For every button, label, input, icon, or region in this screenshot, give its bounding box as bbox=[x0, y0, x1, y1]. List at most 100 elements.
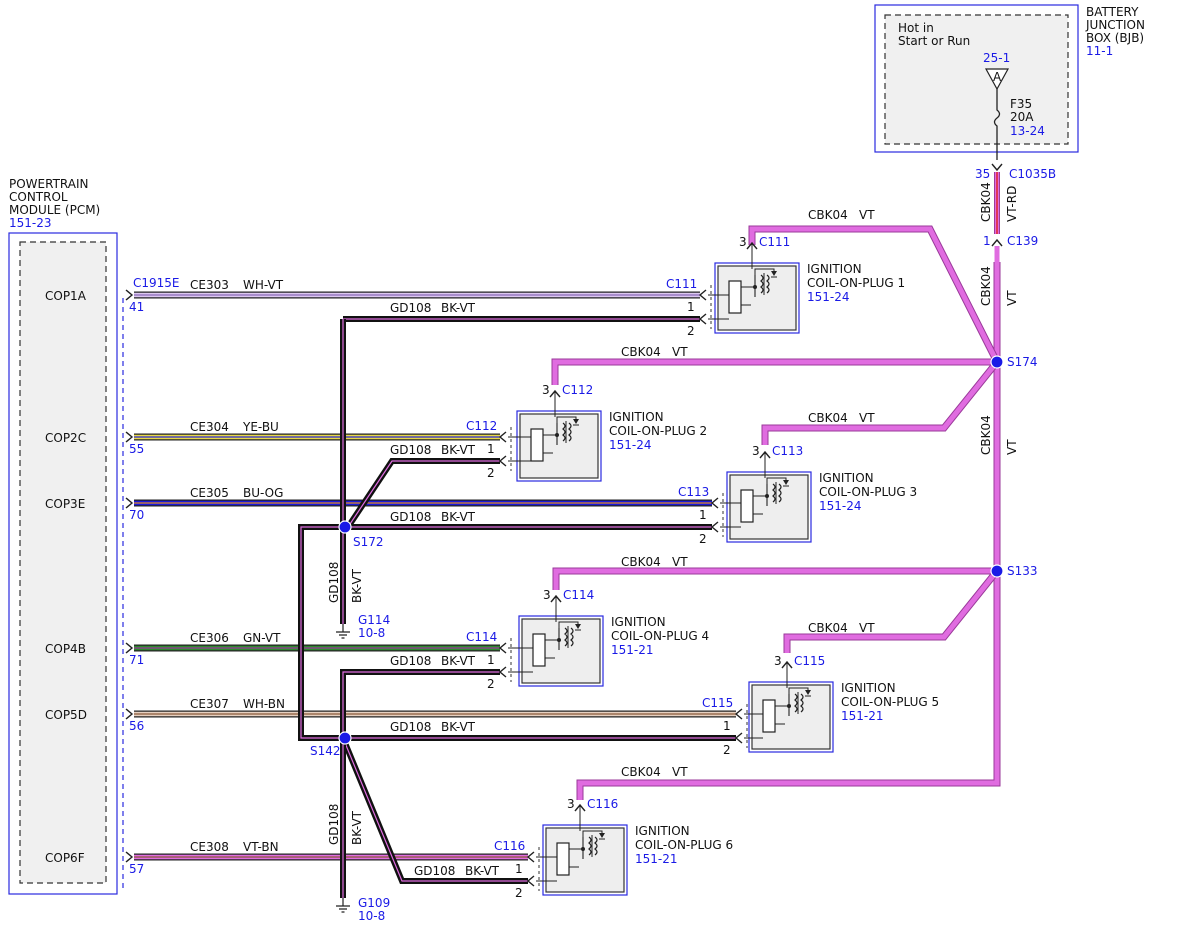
bjb-inner bbox=[884, 14, 1069, 145]
bjb-ref: 11-1 bbox=[1086, 44, 1113, 58]
coil-feed-connector: C115 bbox=[794, 654, 825, 668]
pcm-pin-arrow bbox=[125, 851, 134, 863]
ground-drop-circuit: GD108 bbox=[327, 562, 341, 603]
ground-wire-color: BK-VT bbox=[441, 510, 476, 524]
coil-name: COIL-ON-PLUG 5 bbox=[841, 695, 939, 709]
coil-pin-2: 2 bbox=[487, 677, 495, 691]
coil-pin-2: 2 bbox=[723, 743, 731, 757]
ground-wire-coil2-stripe bbox=[347, 460, 500, 528]
bjb-fuse-triangle bbox=[984, 68, 1010, 91]
coil-pin-1: 1 bbox=[487, 653, 495, 667]
ground-wire-color: BK-VT bbox=[465, 864, 500, 878]
coil-pin-1: 1 bbox=[515, 862, 523, 876]
feed-wire-circuit: CBK04 bbox=[621, 345, 661, 359]
coil-pin-1: 1 bbox=[699, 508, 707, 522]
coil-pin-arrow bbox=[498, 642, 507, 654]
coil-name: COIL-ON-PLUG 6 bbox=[635, 838, 733, 852]
pcm-pin-number: 56 bbox=[129, 719, 144, 733]
signal-wire-color: GN-VT bbox=[243, 631, 281, 645]
pcm-pin-name: COP4B bbox=[45, 642, 86, 656]
ground-ref: 10-8 bbox=[358, 626, 385, 640]
ground-symbol bbox=[336, 624, 350, 639]
coil-pin-2: 2 bbox=[515, 886, 523, 900]
ground-ref: 10-8 bbox=[358, 909, 385, 923]
coil-pin-arrow bbox=[526, 875, 535, 887]
feed-trunk-color: VT bbox=[1005, 439, 1019, 455]
bjb-title: BOX (BJB) bbox=[1086, 31, 1144, 45]
pcm-ref: 151-23 bbox=[9, 216, 52, 230]
ground-drop-color: BK-VT bbox=[350, 810, 364, 845]
coil-pin-arrow bbox=[698, 313, 707, 325]
signal-wire-color: WH-BN bbox=[243, 697, 285, 711]
c139-arrow bbox=[991, 238, 1003, 247]
coil-pin-1: 1 bbox=[723, 719, 731, 733]
coil-feed-connector: C112 bbox=[562, 383, 593, 397]
pcm-connector-label: C1915E bbox=[133, 276, 180, 290]
coil-ref: 151-24 bbox=[819, 499, 862, 513]
pcm-pin-name: COP6F bbox=[45, 851, 85, 865]
coil-pin-arrow bbox=[698, 289, 707, 301]
feed-wire-color: VT bbox=[672, 555, 688, 569]
pcm-pin-name: COP2C bbox=[45, 431, 86, 445]
signal-wire-circuit: CE305 bbox=[190, 486, 229, 500]
feed-wire-color: VT bbox=[859, 411, 875, 425]
bjb-fuse-rating: 20A bbox=[1010, 110, 1034, 124]
coil-title: IGNITION bbox=[819, 471, 874, 485]
coil-feed-connector: C111 bbox=[759, 235, 790, 249]
coil-pin-1: 1 bbox=[687, 300, 695, 314]
coil-pin-3: 3 bbox=[543, 588, 551, 602]
pcm-title: CONTROL bbox=[9, 190, 68, 204]
feed-branch-2 bbox=[551, 358, 997, 385]
ignition-coil-symbol bbox=[726, 471, 812, 543]
ground-wire-color: BK-VT bbox=[441, 443, 476, 457]
ground-name: G109 bbox=[358, 896, 390, 910]
splice-point bbox=[338, 520, 352, 534]
coil-feed-connector: C116 bbox=[587, 797, 618, 811]
ignition-coil-symbol bbox=[518, 615, 604, 687]
bjb-note: Start or Run bbox=[898, 34, 970, 48]
coil-connector-label: C114 bbox=[466, 630, 497, 644]
pcm-pin-number: 70 bbox=[129, 508, 144, 522]
coil-pin-2: 2 bbox=[687, 324, 695, 338]
coil-feed-connector: C113 bbox=[772, 444, 803, 458]
signal-wire-circuit: CE308 bbox=[190, 840, 229, 854]
ground-wire-circuit: GD108 bbox=[390, 720, 431, 734]
coil-title: IGNITION bbox=[611, 615, 666, 629]
feed-branch-3-core bbox=[762, 360, 999, 445]
bjb-fuse-name: F35 bbox=[1010, 97, 1032, 111]
splice-label: S133 bbox=[1007, 564, 1038, 578]
ground-wire-circuit: GD108 bbox=[414, 864, 455, 878]
feed-wire-circuit: CBK04 bbox=[808, 208, 848, 222]
feed-wire-circuit: CBK04 bbox=[621, 765, 661, 779]
bjb-fuse-page: 13-24 bbox=[1010, 124, 1045, 138]
ground-drop-color: BK-VT bbox=[350, 568, 364, 603]
coil-title: IGNITION bbox=[841, 681, 896, 695]
signal-wire-color: YE-BU bbox=[242, 420, 279, 434]
coil-connector-label: C112 bbox=[466, 419, 497, 433]
ignition-coil-symbol bbox=[516, 410, 602, 482]
pcm-pin-number: 57 bbox=[129, 862, 144, 876]
ground-drop-circuit: GD108 bbox=[327, 804, 341, 845]
bjb-pin: 35 bbox=[975, 167, 990, 181]
pcm-pin-number: 71 bbox=[129, 653, 144, 667]
coil-pin-arrow bbox=[710, 497, 719, 509]
coil-pin-3: 3 bbox=[542, 383, 550, 397]
vt-rd-circuit: CBK04 bbox=[979, 182, 993, 222]
pcm-pin-arrow bbox=[125, 497, 134, 509]
feed-branch-2-core bbox=[552, 359, 997, 385]
coil-ref: 151-24 bbox=[609, 438, 652, 452]
signal-wire-circuit: CE304 bbox=[190, 420, 229, 434]
coil-pin-arrow bbox=[498, 431, 507, 443]
coil-feed-connector: C114 bbox=[563, 588, 594, 602]
pcm-pin-arrow bbox=[125, 642, 134, 654]
splice-point bbox=[990, 355, 1004, 369]
coil-ref: 151-24 bbox=[807, 290, 850, 304]
feed-branch-4-core bbox=[553, 568, 997, 590]
vt-rd-color: VT-RD bbox=[1005, 186, 1019, 222]
ignition-coil-symbol bbox=[542, 824, 628, 896]
coil-ref: 151-21 bbox=[611, 643, 654, 657]
feed-trunk-color: VT bbox=[1005, 290, 1019, 306]
coil-connector-label: C115 bbox=[702, 696, 733, 710]
coil-name: COIL-ON-PLUG 3 bbox=[819, 485, 917, 499]
